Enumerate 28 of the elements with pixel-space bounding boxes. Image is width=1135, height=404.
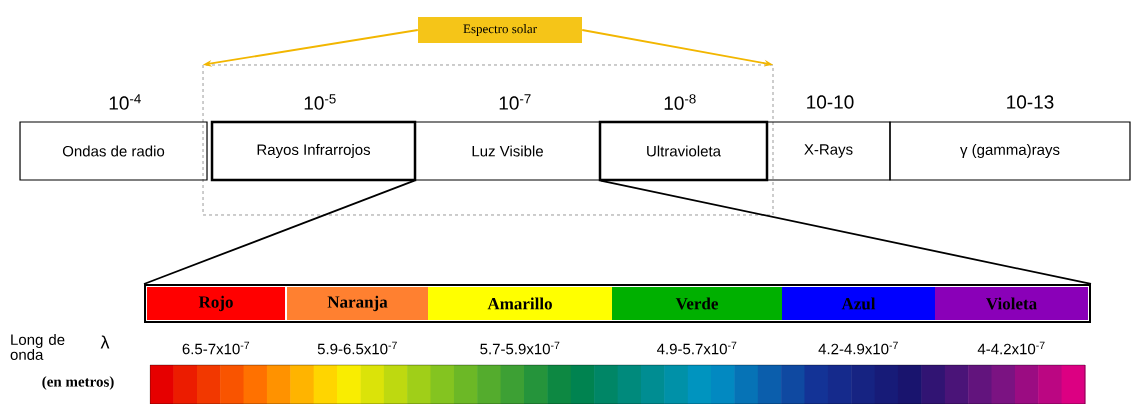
spectrum-band-box: Ondas de radio xyxy=(19,121,208,181)
connector-line xyxy=(599,179,1092,285)
dashed-frame xyxy=(202,64,774,216)
wavelength-label: 4-4.2x10$^{-7}$ xyxy=(977,341,1045,355)
wavelength-label: 5.9-6.5x10$^{-7}$ xyxy=(317,341,397,355)
wavelength-label: 4.2-4.9x10$^{-7}$ xyxy=(818,341,898,355)
color-band-box: Amarillo xyxy=(428,287,612,320)
exponent-label: 10-10 xyxy=(807,95,854,109)
lambda-symbol: λ xyxy=(100,335,110,349)
color-band-box: Rojo xyxy=(147,287,285,320)
spectrum-band-box: Ultravioleta xyxy=(598,120,769,182)
spectrum-band-box: X-Rays xyxy=(766,121,891,181)
wavelength-label: 6.5-7x10$^{-7}$ xyxy=(182,341,250,355)
color-band-box: Verde xyxy=(612,287,782,320)
connector-line xyxy=(143,179,416,285)
title-box: Espectro solar xyxy=(418,17,582,43)
axis-label: Long de onda xyxy=(10,334,65,360)
spectrum-band-box: Luz Visible xyxy=(414,121,601,181)
wavelength-label: 5.7-5.9x10$^{-7}$ xyxy=(480,341,560,355)
color-band-box: Naranja xyxy=(287,287,428,320)
exponent-label: 10$^{-7}$ xyxy=(499,94,531,110)
color-band-box: Violeta xyxy=(935,287,1088,320)
visible-spectrum-bar xyxy=(144,284,1091,323)
color-band-box: Azul xyxy=(782,287,935,320)
spectrum-band-box: γ (gamma)rays xyxy=(889,121,1131,181)
wavelength-label: 4.9-5.7x10$^{-7}$ xyxy=(657,341,737,355)
spectrum-band-box: Rayos Infrarrojos xyxy=(210,120,417,182)
unit-label: (en metros) xyxy=(42,376,114,390)
